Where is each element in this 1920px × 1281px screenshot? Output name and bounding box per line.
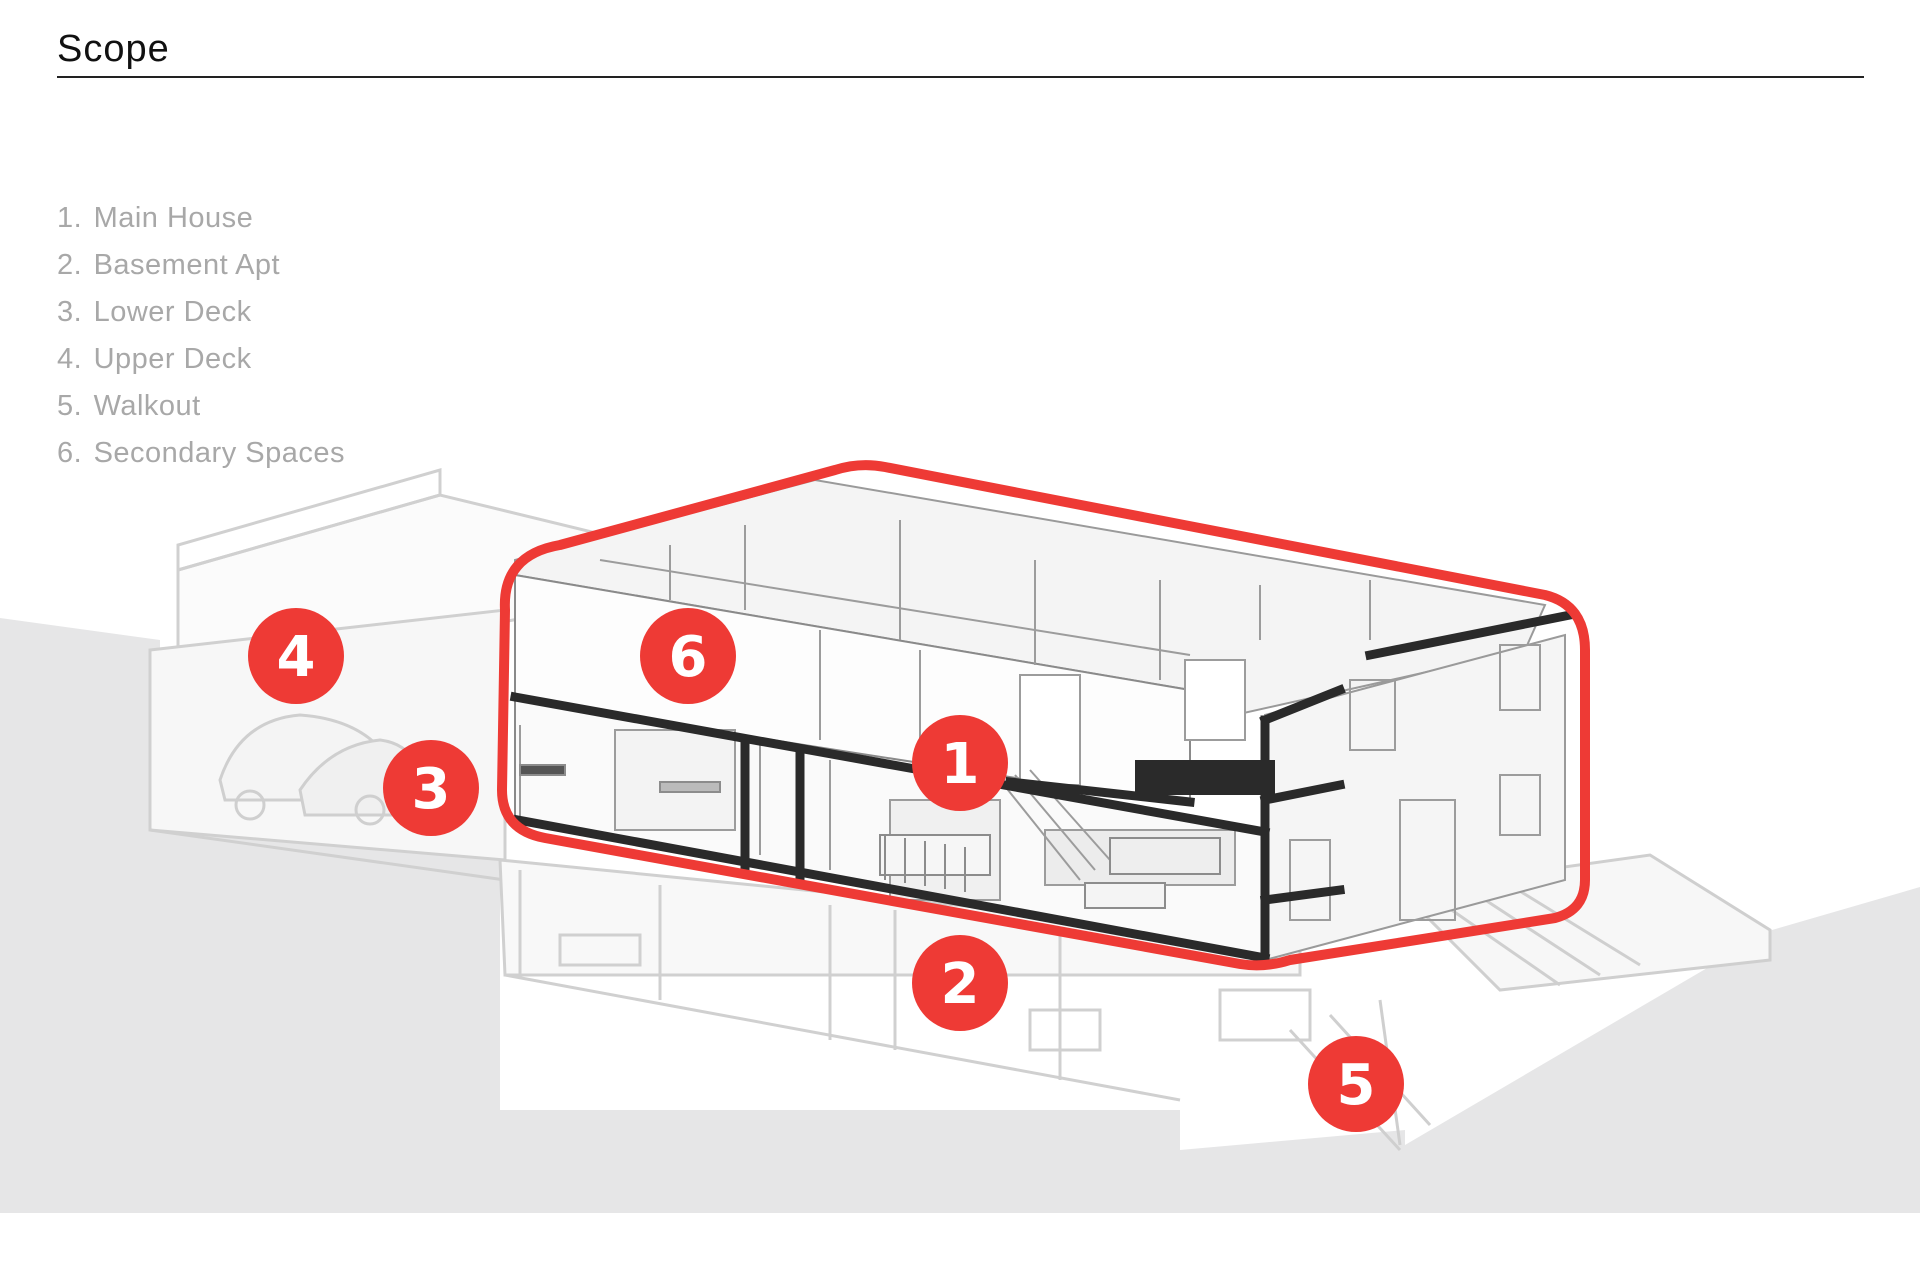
legend-item: 3. Lower Deck [57,292,345,339]
legend-item: 4. Upper Deck [57,339,345,386]
kitchen-counter [1135,760,1275,795]
marker-label: 6 [669,625,708,690]
legend-item-label: Basement Apt [93,249,281,281]
marker-label: 3 [412,757,451,822]
legend-item-number: 3. [57,296,83,328]
title-underline [57,76,1864,78]
page-title: Scope [57,28,170,70]
legend-item-label: Lower Deck [93,296,252,328]
marker-lower-deck: 3 [383,740,479,836]
marker-upper-deck: 4 [248,608,344,704]
marker-basement-apt: 2 [912,935,1008,1031]
marker-label: 1 [941,732,980,797]
marker-main-house: 1 [912,715,1008,811]
legend-item: 6. Secondary Spaces [57,433,345,480]
legend-item: 1. Main House [57,198,345,245]
legend-item-label: Main House [93,202,254,234]
legend-item-label: Upper Deck [93,343,252,375]
marker-label: 2 [941,952,980,1017]
legend-item-number: 5. [57,390,83,422]
legend-item-number: 1. [57,202,83,234]
legend-item-number: 4. [57,343,83,375]
ground-plane [0,618,1920,1213]
legend-item: 5. Walkout [57,386,345,433]
legend-item-label: Walkout [93,390,201,422]
legend-item-number: 6. [57,437,83,469]
legend-item-label: Secondary Spaces [93,437,345,469]
marker-secondary-spaces: 6 [640,608,736,704]
main-house-scope-outline [497,460,1590,971]
marker-label: 5 [1337,1053,1376,1118]
marker-walkout: 5 [1308,1036,1404,1132]
marker-label: 4 [277,625,316,690]
scope-legend: 1. Main House 2. Basement Apt 3. Lower D… [57,198,345,480]
legend-item-number: 2. [57,249,83,281]
legend-item: 2. Basement Apt [57,245,345,292]
